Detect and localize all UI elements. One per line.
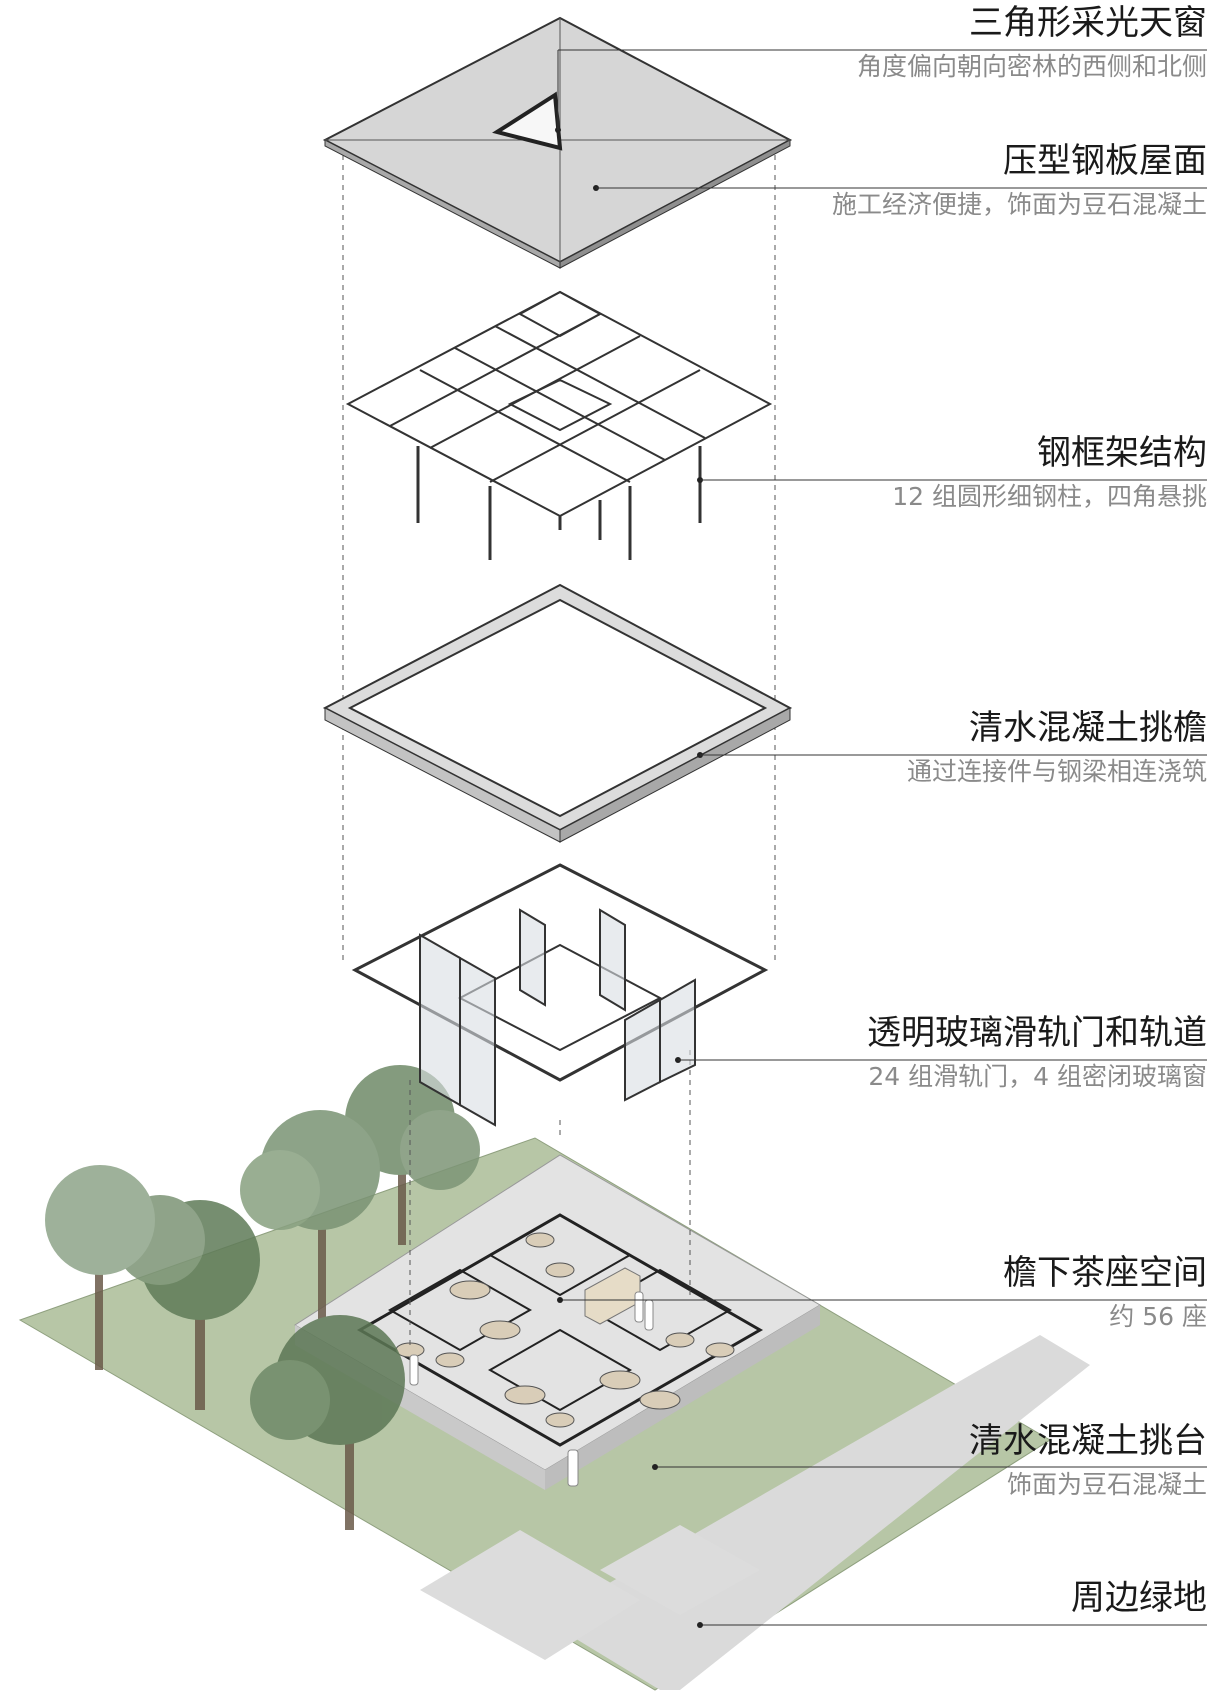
label-seating-title: 檐下茶座空间 [1003,1253,1207,1293]
label-skylight-title: 三角形采光天窗 [969,3,1207,43]
seating-plan-outline [356,1213,764,1447]
columns [416,446,702,560]
label-eave-title: 清水混凝土挑檐 [969,708,1207,748]
label-green-title: 周边绿地 [1071,1578,1207,1618]
paving-path-3 [600,1525,760,1615]
site-green-layer [18,1137,1090,1691]
label-roof-title: 压型钢板屋面 [1003,141,1207,181]
tree-2 [240,1110,380,1320]
label-frame: 钢框架结构 12 组圆形细钢柱，四角悬挑 [892,432,1207,514]
label-frame-title: 钢框架结构 [1037,433,1207,473]
trees [45,1065,480,1530]
eave-side-right [559,707,791,843]
tree-4 [45,1165,155,1370]
label-glass: 透明玻璃滑轨门和轨道 24 组滑轨门，4 组密闭玻璃窗 [867,1012,1207,1094]
frame-layer [345,290,773,560]
eave-layer [322,583,793,843]
seating-layer [356,1213,764,1487]
leader-lines [557,49,1207,1626]
label-skylight-subtitle: 角度偏向朝向密林的西侧和北侧 [856,52,1207,81]
label-seating: 檐下茶座空间 约 56 座 [1003,1252,1207,1334]
tables [395,1232,735,1428]
label-roof-subtitle: 施工经济便捷，饰面为豆石混凝土 [831,190,1207,219]
paving-path-2 [420,1530,640,1660]
seating-inner-4 [487,1328,633,1412]
label-skylight: 三角形采光天窗 角度偏向朝向密林的西侧和北侧 [857,2,1207,84]
label-glass-subtitle: 24 组滑轨门，4 组密闭玻璃窗 [868,1062,1207,1091]
roof-edge-right [559,139,791,269]
label-seating-subtitle: 约 56 座 [1109,1302,1207,1331]
glass-layer [351,863,769,1127]
label-platform-subtitle: 饰面为豆石混凝土 [1006,1470,1207,1499]
glass-top-frame [351,863,769,1082]
seating-inner-1 [487,1213,633,1297]
label-frame-subtitle: 12 组圆形细钢柱，四角悬挑 [892,482,1207,511]
glass-panels [419,908,696,1127]
eave-inner [347,598,768,818]
leader-dots [557,1297,703,1628]
label-roof: 压型钢板屋面 施工经济便捷，饰面为豆石混凝土 [832,140,1207,222]
roof-layer [322,16,793,269]
label-green: 周边绿地 [1071,1577,1207,1619]
tree-5 [250,1315,405,1530]
label-platform-title: 清水混凝土挑台 [969,1421,1207,1461]
label-platform: 清水混凝土挑台 饰面为豆石混凝土 [969,1420,1207,1502]
label-glass-title: 透明玻璃滑轨门和轨道 [867,1013,1207,1053]
seating-inner-2 [387,1268,533,1352]
alignment-lines [342,145,776,1350]
terrace-slab-side2 [545,1305,820,1490]
label-eave: 清水混凝土挑檐 通过连接件与钢梁相连浇筑 [907,707,1207,789]
label-eave-subtitle: 通过连接件与钢梁相连浇筑 [906,757,1207,786]
